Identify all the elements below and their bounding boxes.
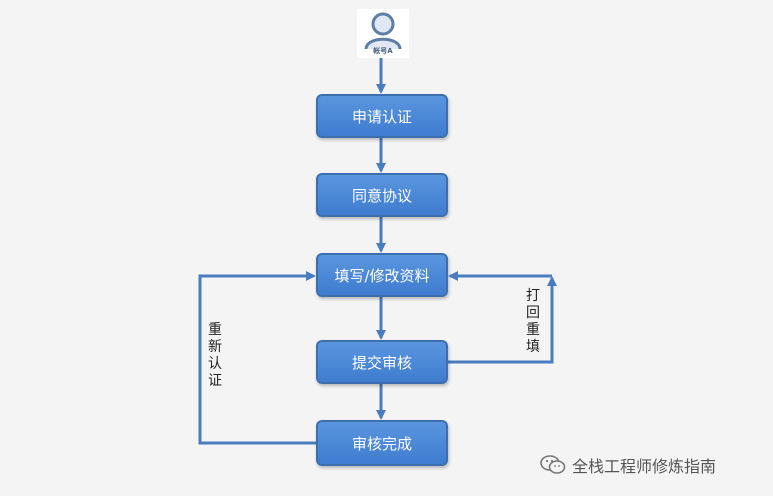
arrow-left-loop [198,271,316,445]
user-icon [357,9,409,58]
left-loop-label: 重新认证 [208,322,222,389]
step-label: 申请认证 [351,107,412,126]
avatar-label: 帐号A [373,47,393,55]
step-review-complete: 审核完成 [316,420,448,466]
step-label: 填写/修改资料 [334,266,430,285]
watermark: 全栈工程师修炼指南 [540,453,716,477]
step-label: 同意协议 [351,186,412,205]
step-label: 审核完成 [351,434,412,453]
step-apply-certification: 申请认证 [316,94,448,138]
step-submit-review: 提交审核 [316,340,448,384]
wechat-icon [540,455,566,474]
watermark-text: 全栈工程师修炼指南 [572,457,717,476]
step-fill-modify-info: 填写/修改资料 [316,253,448,297]
arrow-right-loop [448,276,557,364]
step-agree-protocol: 同意协议 [316,173,448,217]
step-label: 提交审核 [351,353,412,372]
right-loop-label: 打回重填 [526,288,540,355]
